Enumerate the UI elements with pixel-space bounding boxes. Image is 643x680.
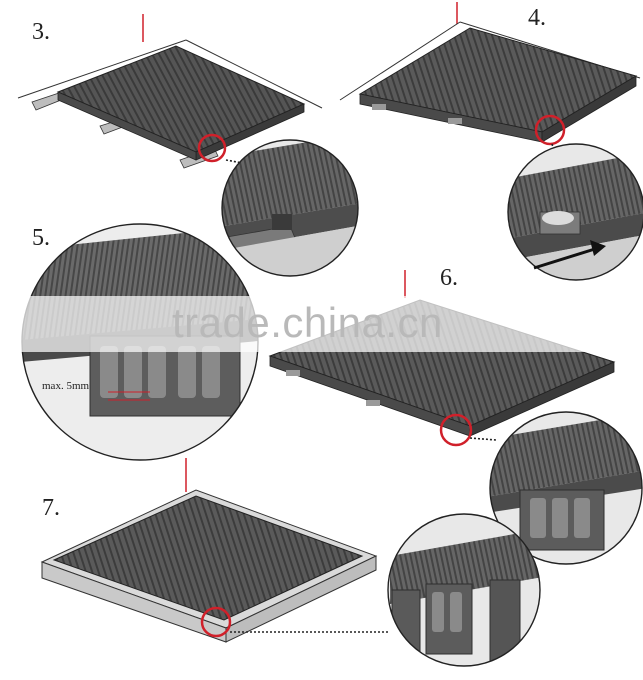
arrow-icon <box>533 246 599 270</box>
step-7-deck <box>40 458 388 643</box>
step-7-label: 7. <box>42 495 60 521</box>
step-6-label: 6. <box>440 265 458 291</box>
step-5-label: 5. <box>32 225 50 251</box>
step-3-label: 3. <box>32 19 50 45</box>
step-4-deck <box>339 2 641 159</box>
step-4-detail <box>507 143 643 281</box>
step-7-detail <box>387 513 541 667</box>
watermark-band <box>0 296 643 352</box>
step-4-label: 4. <box>528 5 546 31</box>
gap-annotation: max. 5mm <box>42 380 90 392</box>
watermark-text: trade.china.cn <box>172 299 443 346</box>
step-3-deck <box>17 14 323 169</box>
step-6-detail <box>489 411 643 565</box>
